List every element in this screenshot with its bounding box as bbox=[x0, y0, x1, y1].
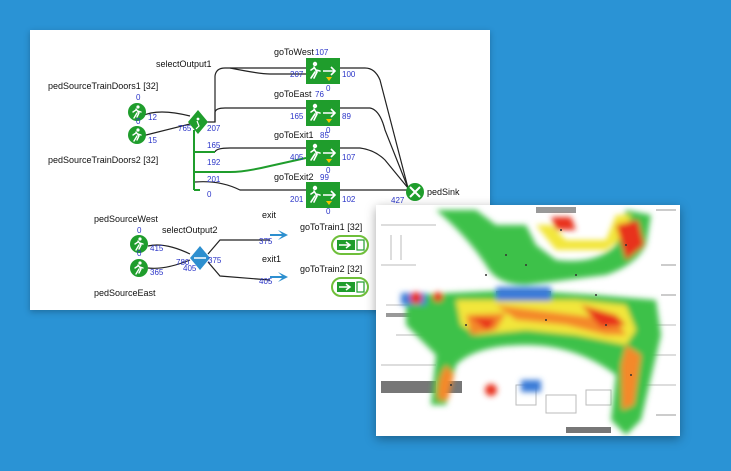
source-east-label: pedSourceEast bbox=[94, 288, 156, 298]
count-exit2-in: 201 bbox=[290, 195, 304, 204]
flowchart-diagram: selectOutput1 765 207 165 192 201 0 pedS… bbox=[48, 47, 460, 298]
exit-arrow-icon[interactable] bbox=[270, 230, 288, 240]
exit1-label: exit1 bbox=[262, 254, 281, 264]
count-exit1-out: 107 bbox=[342, 153, 356, 162]
count-exit2-top: 99 bbox=[320, 173, 329, 182]
source-west-label: pedSourceWest bbox=[94, 214, 158, 224]
count-branch-0: 0 bbox=[207, 190, 212, 199]
count-select1-in: 765 bbox=[178, 124, 192, 133]
go-to-exit-2-block-icon[interactable] bbox=[305, 181, 341, 209]
select-output-1-block[interactable] bbox=[188, 110, 208, 134]
exit-label: exit bbox=[262, 210, 277, 220]
source-doors-1-label: pedSourceTrainDoors1 [32] bbox=[48, 81, 158, 91]
count-select1-out: 207 bbox=[207, 124, 221, 133]
ped-sink-label: pedSink bbox=[427, 187, 460, 197]
count-branch-165: 165 bbox=[207, 141, 221, 150]
exit1-arrow-icon[interactable] bbox=[270, 272, 288, 282]
ped-source-east-icon[interactable] bbox=[129, 258, 149, 278]
go-west-label: goToWest bbox=[274, 47, 314, 57]
go-train-1-label: goToTrain1 [32] bbox=[300, 222, 362, 232]
count-east-src-out: 365 bbox=[150, 268, 164, 277]
count-west-in: 207 bbox=[290, 70, 304, 79]
count-east-bottom: 0 bbox=[326, 126, 331, 135]
count-sink-in: 427 bbox=[391, 196, 405, 205]
count-west-top: 107 bbox=[315, 48, 329, 57]
source-doors-2-label: pedSourceTrainDoors2 [32] bbox=[48, 155, 158, 165]
count-exit2-out: 102 bbox=[342, 195, 356, 204]
count-exit1-in: 405 bbox=[290, 153, 304, 162]
ped-source-train-doors-2-icon[interactable] bbox=[127, 125, 147, 145]
select-output-1-label: selectOutput1 bbox=[156, 59, 212, 69]
count-exit-in: 375 bbox=[259, 237, 273, 246]
count-doors2-top: 0 bbox=[136, 117, 141, 126]
count-exit1-block-in: 405 bbox=[259, 277, 273, 286]
count-branch-201: 201 bbox=[207, 175, 221, 184]
count-west-bottom: 0 bbox=[326, 84, 331, 93]
count-select2-down: 405 bbox=[183, 264, 197, 273]
go-to-west-block-icon[interactable] bbox=[305, 57, 341, 85]
select-output-2-block[interactable] bbox=[190, 246, 210, 270]
count-exit2-bottom: 0 bbox=[326, 207, 331, 216]
flow-connectors bbox=[141, 67, 409, 281]
heat-layer bbox=[401, 210, 661, 435]
count-east-in: 165 bbox=[290, 112, 304, 121]
go-east-label: goToEast bbox=[274, 89, 312, 99]
go-to-train-2-block-icon[interactable] bbox=[331, 277, 369, 297]
density-heatmap-panel bbox=[376, 205, 680, 436]
go-exit-1-label: goToExit1 bbox=[274, 130, 314, 140]
count-west-src-top: 0 bbox=[137, 226, 142, 235]
ped-sink-icon[interactable] bbox=[406, 183, 424, 201]
count-select2-in: 780 bbox=[176, 258, 190, 267]
count-west-out: 100 bbox=[342, 70, 356, 79]
count-doors2-out: 15 bbox=[148, 136, 157, 145]
go-to-train-1-block-icon[interactable] bbox=[331, 235, 369, 255]
density-heatmap-image bbox=[381, 207, 676, 435]
go-train-2-label: goToTrain2 [32] bbox=[300, 264, 362, 274]
count-exit1-top: 85 bbox=[320, 131, 329, 140]
count-east-out: 89 bbox=[342, 112, 351, 121]
count-exit1-bottom: 0 bbox=[326, 166, 331, 175]
count-branch-192: 192 bbox=[207, 158, 221, 167]
count-west-src-out: 415 bbox=[150, 244, 164, 253]
count-doors1-out: 12 bbox=[148, 113, 157, 122]
count-east-src-top: 0 bbox=[137, 249, 142, 258]
go-to-east-block-icon[interactable] bbox=[305, 99, 341, 127]
count-select2-up: 375 bbox=[208, 256, 222, 265]
count-doors1-top: 0 bbox=[136, 93, 141, 102]
flowchart-panel: selectOutput1 765 207 165 192 201 0 pedS… bbox=[30, 30, 490, 310]
count-east-top: 76 bbox=[315, 90, 324, 99]
go-exit-2-label: goToExit2 bbox=[274, 172, 314, 182]
select-output-2-label: selectOutput2 bbox=[162, 225, 218, 235]
go-to-exit-1-block-icon[interactable] bbox=[305, 139, 341, 167]
